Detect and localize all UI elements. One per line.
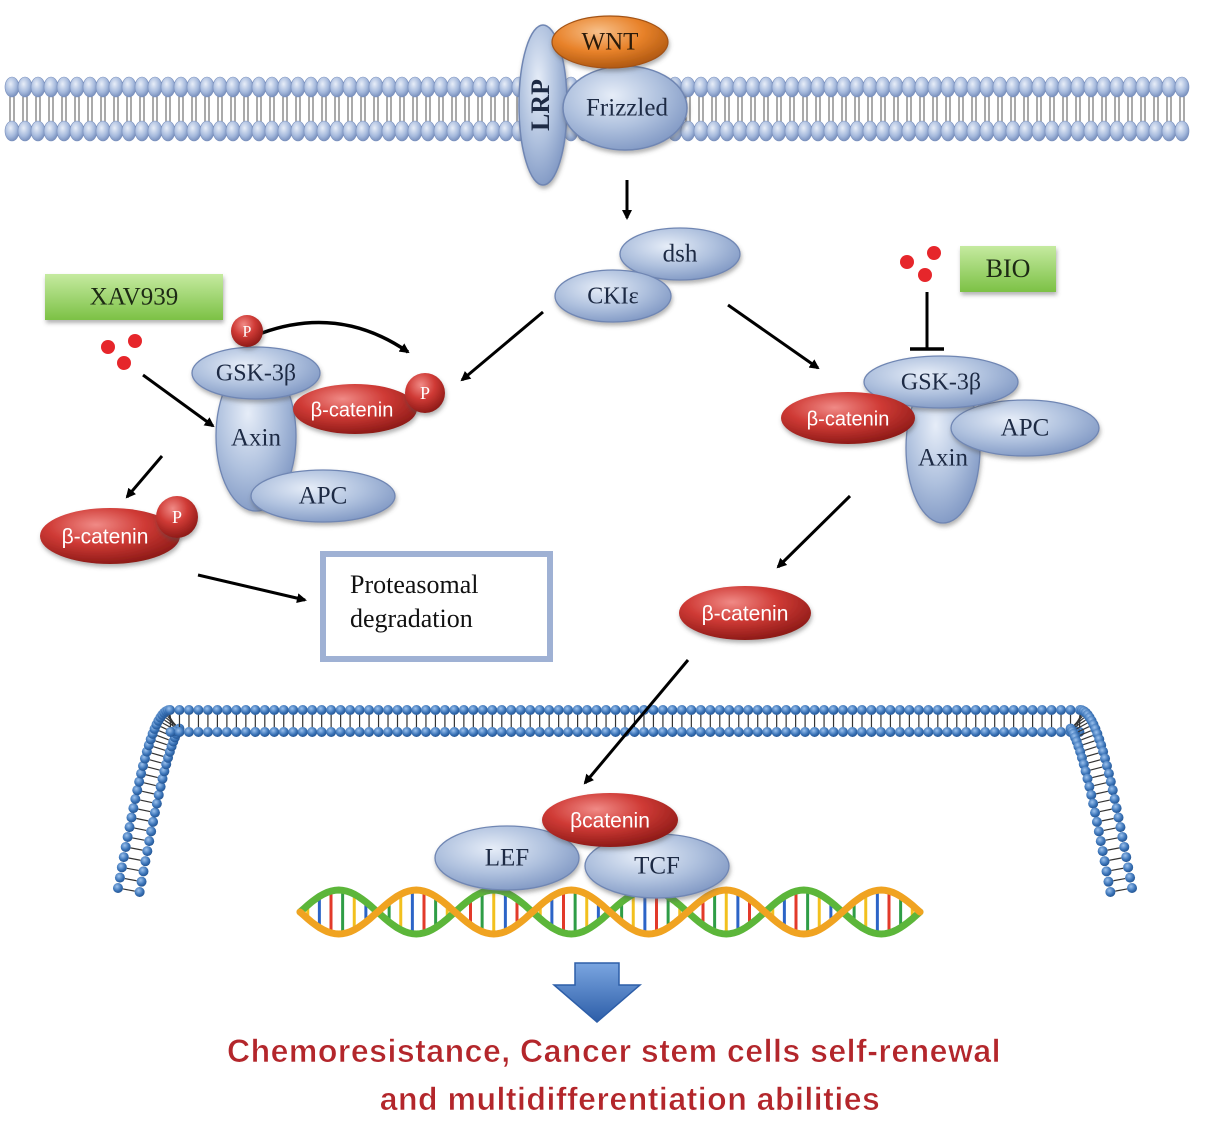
axin-label-right: Axin [918,445,969,472]
receptor-complex: LRP Frizzled WNT [519,16,687,185]
phosphate-transfer-arrow [262,323,408,352]
bcatenin-label-complex-right: β-catenin [807,408,890,430]
gsk3b-label-left: GSK-3β [216,361,296,387]
arrow-release-phospho-bcatenin [127,456,162,497]
arrow-to-right-complex [728,305,818,368]
nuclear-transcription-complex: LEF TCF βcatenin [435,793,729,898]
gsk3b-label-right: GSK-3β [901,370,981,396]
outcome-line-1: Chemoresistance, Cancer stem cells self-… [227,1033,1001,1069]
arrow-to-degradation [198,575,305,600]
arrow-release-bcatenin [778,496,850,567]
apc-label-left: APC [299,483,348,510]
tcf-label: TCF [634,853,680,880]
degradation-line-2: degradation [350,604,473,633]
inhibition-bar-icon [910,292,944,349]
left-destruction-complex: Axin APC GSK-3β P β-catenin P [192,315,445,522]
xav939-drug: XAV939 [45,274,223,370]
xav939-label: XAV939 [90,284,178,311]
degradation-line-1: Proteasomal [350,570,479,599]
wnt-label: WNT [582,29,639,56]
lef-label: LEF [485,845,529,872]
outcome-text: Chemoresistance, Cancer stem cells self-… [227,1033,1001,1117]
phospho-bcatenin: β-catenin P [40,496,198,564]
phosphate-label-gsk3b: P [243,324,252,341]
red-molecule-dots-icon [101,334,142,370]
outcome-line-2: and multidifferentiation abilities [380,1081,881,1117]
free-bcatenin-label: β-catenin [702,603,789,626]
phospho-bcatenin-label: β-catenin [62,526,149,549]
phosphate-label-bcatenin-left: P [420,383,430,403]
phospho-bcatenin-phosphate-label: P [172,507,182,527]
bio-label: BIO [986,254,1031,283]
bio-drug: BIO [900,246,1056,292]
dna-helix-icon [300,890,920,934]
axin-label-left: Axin [231,425,282,452]
red-molecule-dots-icon [900,246,941,282]
bcatenin-label-complex-left: β-catenin [311,399,394,421]
dsh-label: dsh [663,241,698,268]
free-bcatenin: β-catenin [679,586,811,640]
frizzled-label: Frizzled [586,95,668,122]
proteasomal-degradation-box: Proteasomal degradation [323,554,550,659]
right-destruction-complex: Axin APC GSK-3β β-catenin [781,356,1099,523]
nuclear-bcatenin-label: βcatenin [570,810,650,833]
ckie-label: CKIε [587,284,638,310]
arrow-to-left-complex [462,312,543,380]
down-arrow-icon [554,963,640,1022]
destruction-regulators: dsh CKIε [555,228,740,322]
lrp-label: LRP [526,79,555,131]
apc-label-right: APC [1001,415,1050,442]
